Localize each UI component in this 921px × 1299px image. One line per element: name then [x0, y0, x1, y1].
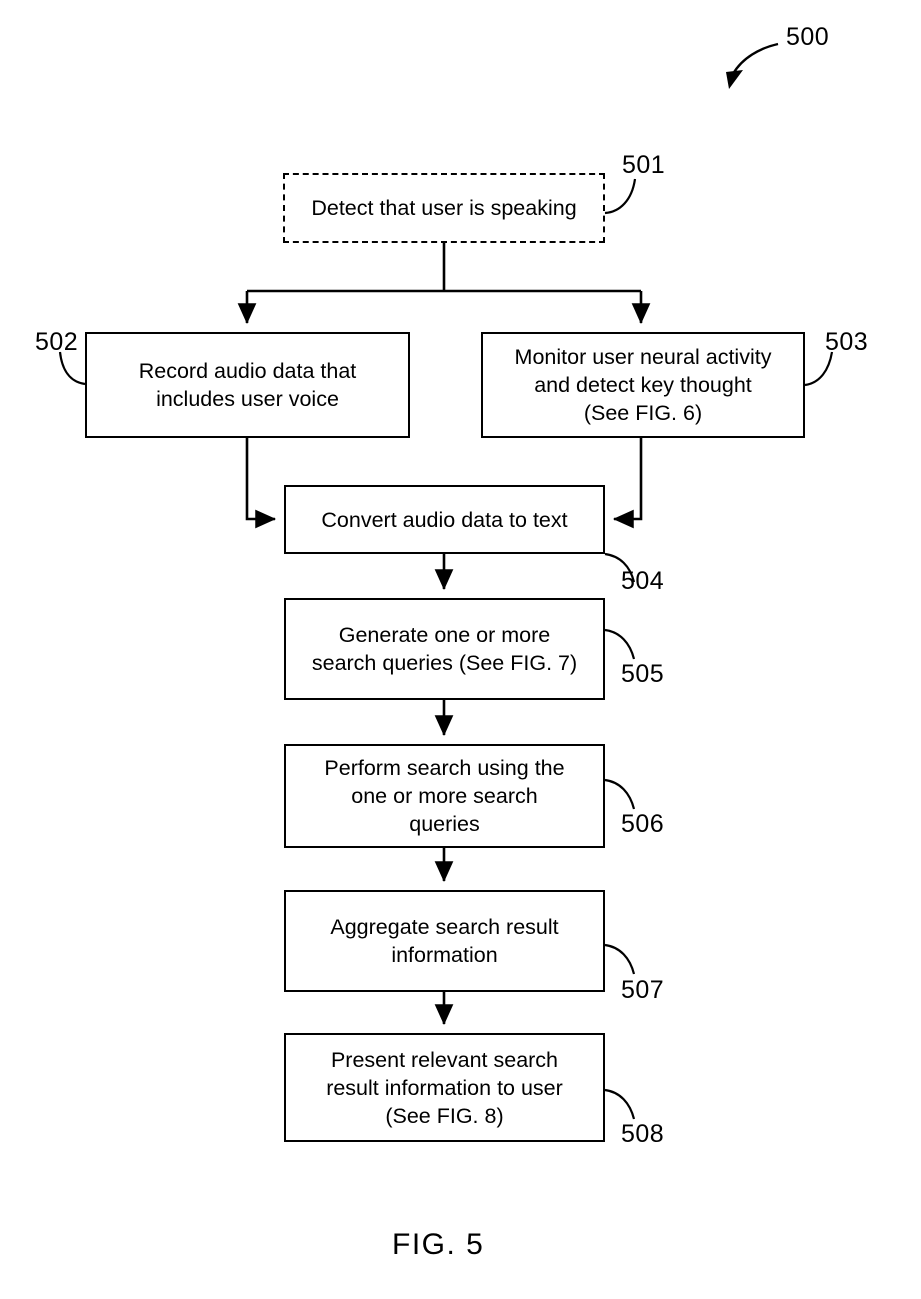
leader-500 — [731, 42, 779, 75]
leader-505 — [604, 628, 636, 660]
reference-numeral-505: 505 — [621, 660, 665, 688]
process-box-504[interactable]: Convert audio data to text — [284, 485, 605, 554]
process-box-504-label: Convert audio data to text — [321, 507, 568, 532]
reference-numeral-504: 504 — [621, 567, 665, 595]
leader-508 — [604, 1088, 636, 1120]
reference-numeral-507: 507 — [621, 976, 665, 1004]
process-box-503-label: Monitor user neural activity and detect … — [514, 345, 772, 425]
leader-503 — [804, 351, 834, 387]
process-box-507[interactable]: Aggregate search result information — [284, 890, 605, 992]
process-box-506[interactable]: Perform search using the one or more sea… — [284, 744, 605, 848]
leader-506 — [604, 778, 636, 810]
reference-numeral-500: 500 — [786, 23, 830, 51]
process-box-508-label: Present relevant search result informati… — [326, 1047, 563, 1128]
leader-500-arrowhead — [726, 70, 743, 89]
figure-caption: FIG. 5 — [392, 1228, 485, 1261]
process-box-508[interactable]: Present relevant search result informati… — [284, 1033, 605, 1142]
reference-numeral-501: 501 — [622, 151, 666, 179]
process-box-506-label: Perform search using the one or more sea… — [324, 756, 565, 836]
process-box-502[interactable]: Record audio data that includes user voi… — [85, 332, 410, 438]
edge-502-to-504 — [245, 438, 277, 529]
process-box-507-label: Aggregate search result information — [330, 915, 559, 967]
reference-numeral-506: 506 — [621, 810, 665, 838]
leader-502 — [58, 351, 86, 386]
process-box-505-label: Generate one or more search queries (See… — [311, 623, 578, 675]
process-box-503[interactable]: Monitor user neural activity and detect … — [481, 332, 805, 438]
edge-503-to-504 — [612, 438, 643, 529]
process-box-501[interactable]: Detect that user is speaking — [283, 173, 605, 243]
reference-numeral-502: 502 — [35, 328, 79, 356]
process-box-501-label: Detect that user is speaking — [311, 196, 577, 220]
reference-numeral-503: 503 — [825, 328, 869, 356]
leader-504 — [604, 552, 636, 583]
process-box-505[interactable]: Generate one or more search queries (See… — [284, 598, 605, 700]
process-box-502-label: Record audio data that includes user voi… — [138, 359, 357, 411]
leader-501 — [604, 178, 637, 215]
leader-507 — [604, 943, 636, 975]
reference-numeral-508: 508 — [621, 1120, 665, 1148]
